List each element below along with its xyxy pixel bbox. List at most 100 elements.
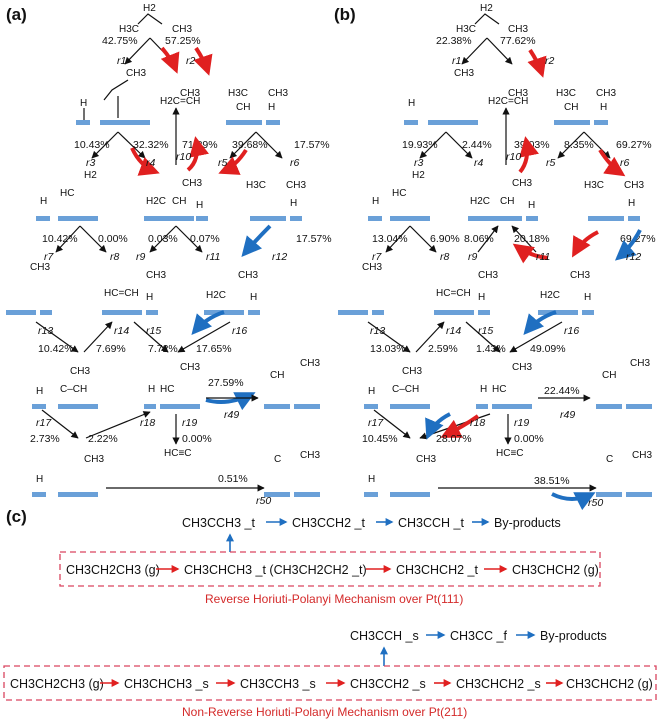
svg-text:r2: r2 [545,55,554,67]
svg-text:CH: CH [500,196,514,207]
svg-text:CH3: CH3 [300,358,320,369]
svg-text:7.69%: 7.69% [96,343,126,355]
svg-text:H: H [480,384,487,395]
svg-text:CH: CH [172,196,186,207]
hc-ch-adsorbate: CH3 HC=CH H [102,270,166,315]
svg-text:H3C: H3C [456,24,476,35]
h2c-c-ch3-adsorbate-b: CH3 H2C H [538,270,594,315]
svg-text:H2C=CH: H2C=CH [488,96,528,107]
propylidene-adsorbate: H2 HC H [36,170,98,221]
svg-text:27.59%: 27.59% [208,377,244,389]
pct-a-r1: 42.75% [102,35,138,47]
svg-text:7.72%: 7.72% [148,343,178,355]
svg-text:H: H [372,196,379,207]
svg-text:69.27%: 69.27% [616,139,652,151]
svg-text:C–CH: C–CH [392,384,419,395]
svg-text:HC: HC [60,188,74,199]
c-ch-adsorbate: CH3 C–CH H [32,366,98,409]
svg-text:H: H [36,386,43,397]
svg-text:r1: r1 [452,55,461,67]
ch-c-products: CH CH3 [264,358,320,409]
svg-text:77.62%: 77.62% [500,35,536,47]
svg-text:CH3: CH3 [268,88,288,99]
h2c-c-ch3-adsorbate: CH3 H2C H [204,270,260,315]
svg-text:H2C: H2C [146,196,166,207]
svg-text:H2: H2 [480,3,493,14]
svg-text:CH3: CH3 [512,178,532,189]
svg-text:r10: r10 [506,151,521,163]
svg-text:H3C: H3C [119,24,139,35]
svg-text:H2: H2 [143,3,156,14]
svg-text:0.07%: 0.07% [190,233,220,245]
svg-text:CH3CHCH2 _s: CH3CHCH2 _s [456,677,541,691]
propyl-adsorbate: CH3 H [76,68,150,125]
svg-text:H2C=CH: H2C=CH [160,96,200,107]
svg-text:r5: r5 [218,157,227,169]
panel-b: (b) H2 H3C CH3 22.38% 77.62% r1 r2 CH3 H… [334,3,656,511]
svg-text:r12: r12 [272,251,287,263]
h2c-ch-ch3-adsorbate-b: CH3 H2C CH H [468,178,538,221]
svg-text:HC=CH: HC=CH [104,288,139,299]
svg-text:2.59%: 2.59% [428,343,458,355]
svg-text:CH3CHCH2 _t: CH3CHCH2 _t [396,563,478,577]
svg-text:H: H [408,98,415,109]
ch2ch-adsorbate: H2C=CH CH3 [160,88,200,107]
propylidene-adsorbate-b: H2 HC H [368,170,430,221]
svg-text:H: H [40,196,47,207]
svg-text:CH3: CH3 [362,262,382,273]
svg-text:17.57%: 17.57% [296,233,332,245]
svg-text:r50: r50 [588,497,603,509]
isopropyl-adsorbate: H3C CH3 CH H [226,88,288,125]
svg-text:r7: r7 [44,251,54,263]
svg-text:HC: HC [160,384,174,395]
svg-text:H: H [80,98,87,109]
svg-text:r2: r2 [186,55,195,67]
svg-text:CH3: CH3 [126,68,146,79]
svg-text:0.00%: 0.00% [514,433,544,445]
svg-text:H2C: H2C [540,290,560,301]
hc-triple-c-a: HC≡C [164,448,192,459]
svg-text:H: H [478,292,485,303]
svg-text:r9: r9 [136,251,145,263]
svg-text:H: H [268,102,275,113]
hc-c-adsorbate: CH3 H HC [144,362,200,409]
svg-text:CH3: CH3 [570,270,590,281]
svg-text:r3: r3 [414,157,423,169]
svg-text:C: C [274,454,281,465]
svg-text:H2: H2 [84,170,97,181]
svg-text:By-products: By-products [540,629,607,643]
svg-text:r8: r8 [110,251,119,263]
svg-text:CH3: CH3 [512,362,532,373]
svg-text:r18: r18 [140,417,155,429]
svg-text:6.90%: 6.90% [430,233,460,245]
svg-text:r50: r50 [256,495,271,507]
svg-text:r13: r13 [38,325,53,337]
svg-text:r19: r19 [514,417,529,429]
hc-ch-adsorbate-b: CH3 HC=CH H [434,270,498,315]
svg-text:r13: r13 [370,325,385,337]
svg-text:H3C: H3C [228,88,248,99]
svg-text:CH3: CH3 [172,24,192,35]
svg-text:CH3CHCH2 (g): CH3CHCH2 (g) [512,563,599,577]
svg-text:CH3CHCH2 (g): CH3CHCH2 (g) [566,677,653,691]
svg-text:CH3CCH2 _s: CH3CCH2 _s [350,677,426,691]
svg-text:H: H [600,102,607,113]
hc-triple-c-b: HC≡C [496,448,524,459]
mech-211-main-chain: CH3CH2CH3 (g) CH3CHCH3 _s CH3CCH3 _s CH3… [10,677,653,691]
svg-text:H: H [250,292,257,303]
pct-a-r2: 57.25% [165,35,201,47]
svg-text:CH3CCH3 _t: CH3CCH3 _t [182,516,255,530]
svg-text:10.43%: 10.43% [74,139,110,151]
h2c-ch-ch3-adsorbate: CH3 H2C CH H [144,178,208,221]
svg-text:CH3CCH _t: CH3CCH _t [398,516,465,530]
svg-text:CH: CH [564,102,578,113]
svg-text:H: H [146,292,153,303]
svg-text:r17: r17 [36,417,52,429]
svg-text:CH3: CH3 [70,366,90,377]
propane-molecule: H2 H3C CH3 [119,3,192,35]
svg-text:H: H [368,474,375,485]
svg-text:28.07%: 28.07% [436,433,472,445]
panel-c-label: (c) [6,507,27,526]
mech-211-box [3,665,657,701]
svg-text:CH3CHCH3 _s: CH3CHCH3 _s [124,677,209,691]
